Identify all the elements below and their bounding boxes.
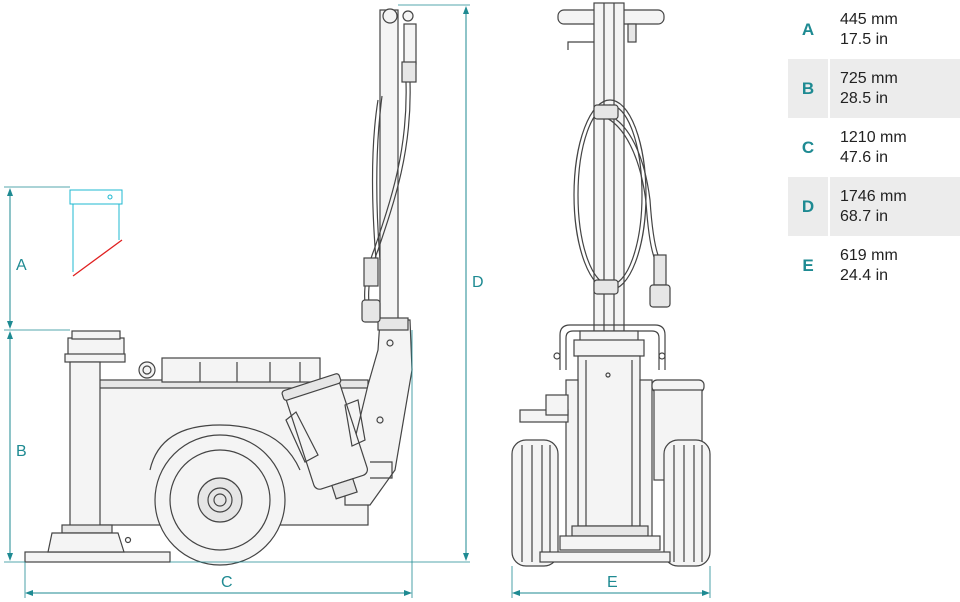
legend-mm: 1746 mm [840, 187, 907, 205]
legend-inch: 28.5 in [840, 89, 889, 107]
legend-mm: 725 mm [840, 69, 898, 87]
side-knob [138, 361, 156, 379]
legend-row-a: A 445 mm 17.5 in [788, 0, 960, 59]
side-view: A B C D [4, 4, 484, 598]
dim-label-e: E [607, 574, 618, 591]
legend-row-c: C 1210 mm 47.6 in [788, 118, 960, 177]
legend-letter: A [788, 0, 830, 59]
legend-inch: 24.4 in [840, 266, 889, 284]
dim-label-b: B [16, 443, 27, 460]
side-control-valve [403, 23, 417, 65]
side-pump-cylinder [281, 373, 368, 500]
front-central-body [577, 355, 641, 527]
front-wheel-left [511, 439, 559, 567]
dim-label-d: D [472, 274, 484, 291]
legend-letter: E [788, 236, 830, 295]
legend-mm: 445 mm [840, 10, 898, 28]
legend-values: 725 mm 28.5 in [830, 59, 960, 118]
legend-row-b: B 725 mm 28.5 in [788, 59, 960, 118]
legend-values: 445 mm 17.5 in [830, 0, 960, 59]
legend-row-e: E 619 mm 24.4 in [788, 236, 960, 295]
legend-inch: 47.6 in [840, 148, 889, 166]
dim-label-a: A [16, 257, 27, 274]
dim-label-c: C [221, 574, 233, 591]
legend-letter: C [788, 118, 830, 177]
front-mast [593, 2, 625, 334]
legend-inch: 17.5 in [840, 30, 889, 48]
dimension-legend: A 445 mm 17.5 in B 725 mm 28.5 in C 1210… [788, 0, 960, 295]
legend-inch: 68.7 in [840, 207, 889, 225]
legend-mm: 1210 mm [840, 128, 907, 146]
front-view: E [511, 2, 711, 598]
saddle-extension [69, 189, 123, 277]
legend-mm: 619 mm [840, 246, 898, 264]
side-air-tank [161, 357, 321, 383]
legend-values: 1210 mm 47.6 in [830, 118, 960, 177]
legend-values: 1746 mm 68.7 in [830, 177, 960, 236]
front-wheel-right [663, 439, 711, 567]
legend-row-d: D 1746 mm 68.7 in [788, 177, 960, 236]
legend-letter: B [788, 59, 830, 118]
side-ram-column [67, 337, 125, 357]
side-hose [368, 81, 411, 321]
side-base-plate [24, 551, 171, 563]
legend-values: 619 mm 24.4 in [830, 236, 960, 295]
side-handle-mast [379, 9, 399, 323]
legend-letter: D [788, 177, 830, 236]
